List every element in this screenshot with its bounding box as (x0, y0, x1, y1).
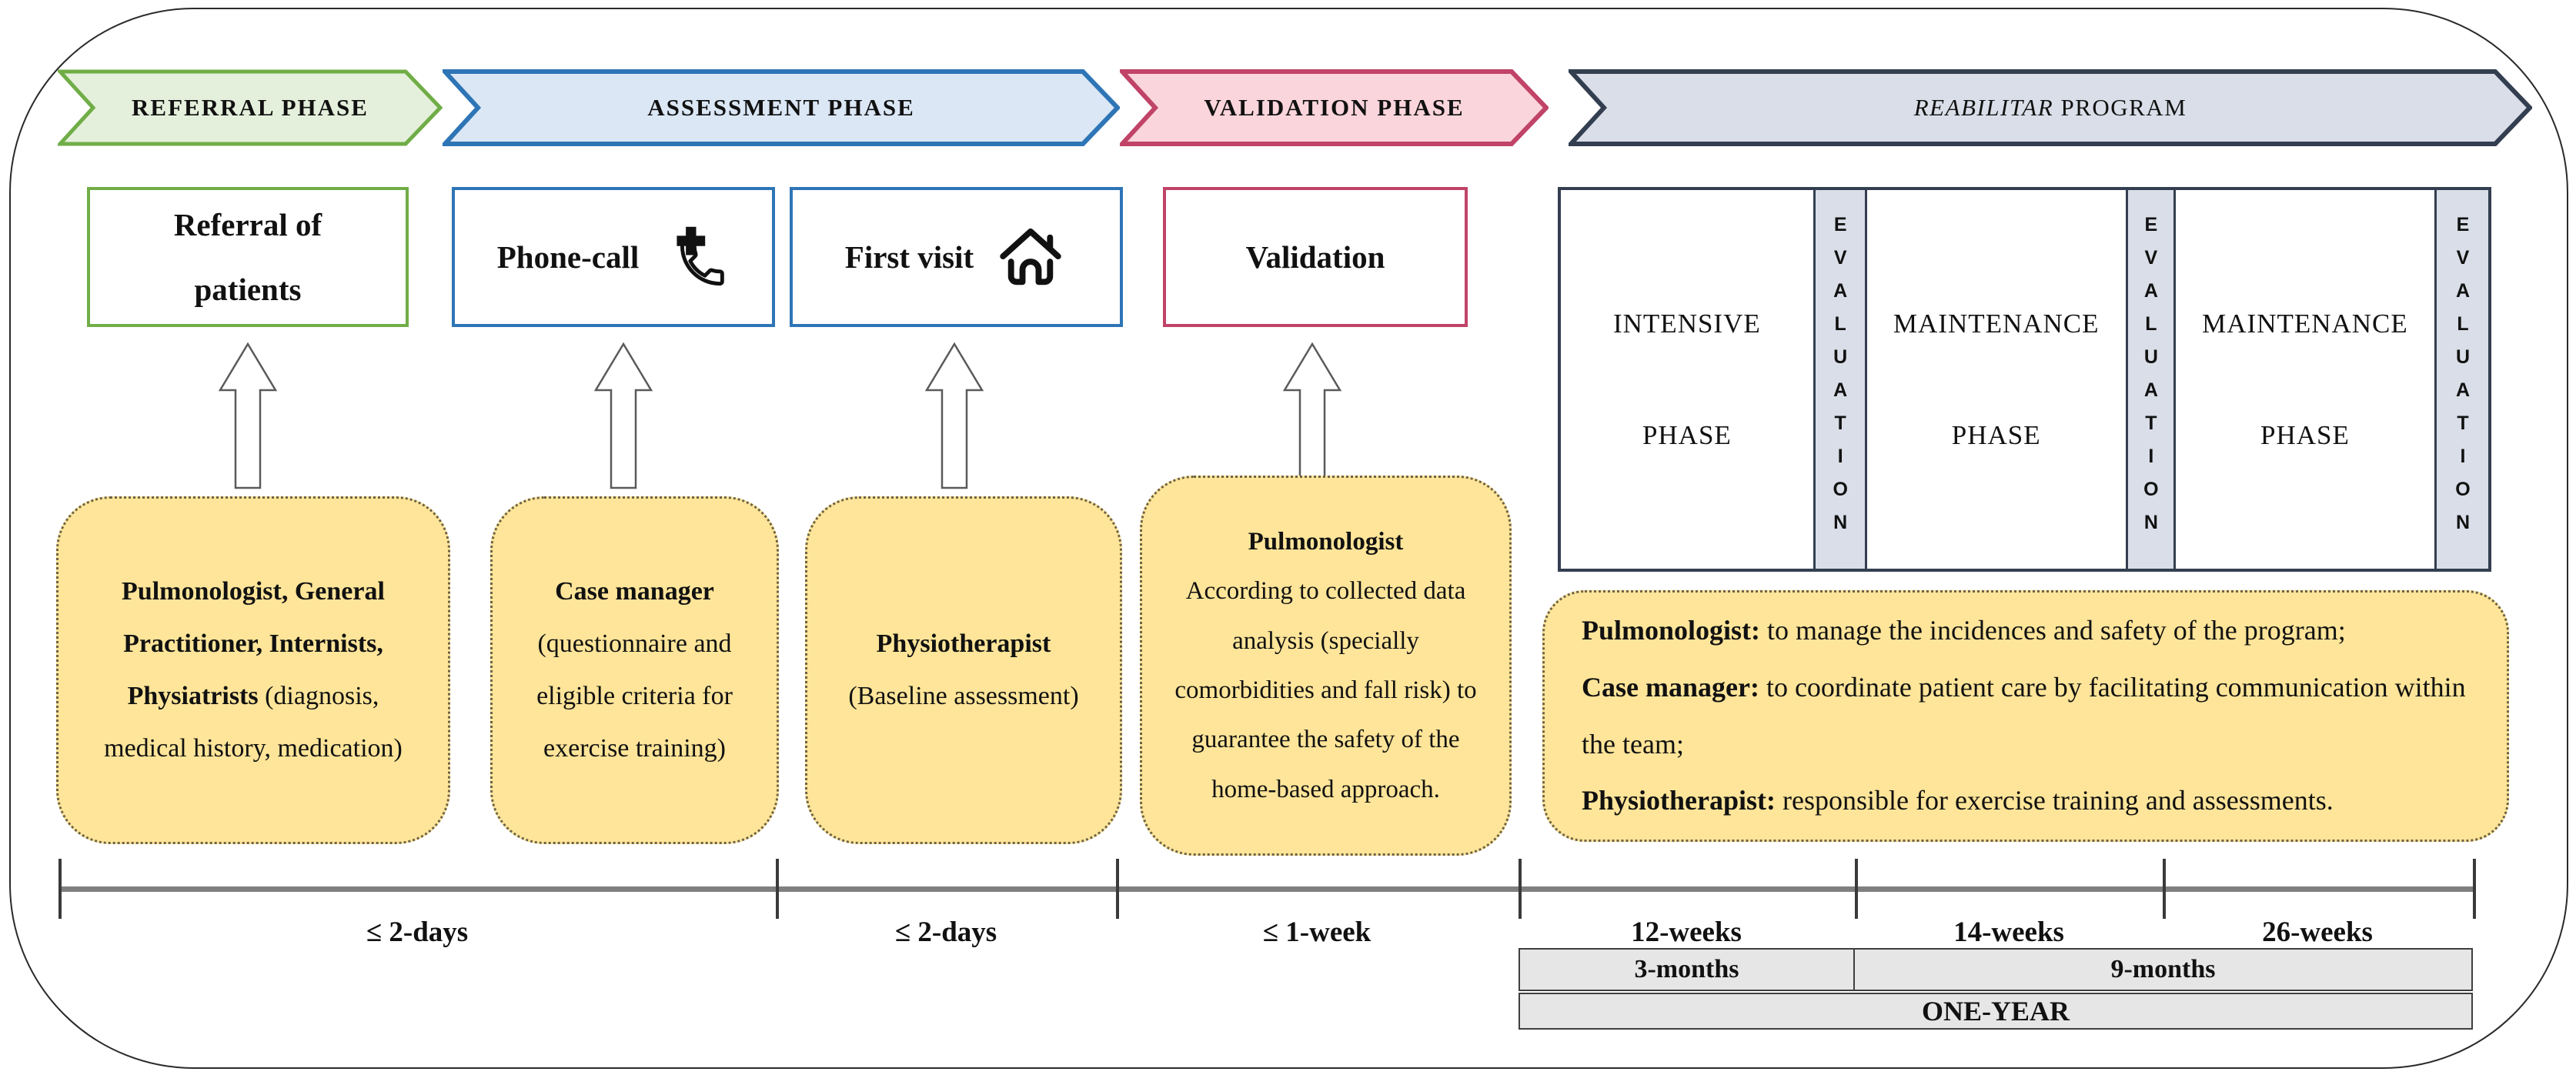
timeline-tick (2163, 859, 2166, 919)
chevron-shape (1120, 69, 1549, 146)
duration-label-maintenance1: 14-weeks (1953, 916, 2064, 948)
banner-reabilitar-program: REABILITAR PROGRAM (1569, 69, 2532, 146)
timeline-tick (1519, 859, 1522, 919)
duration-label-assessment: ≤ 2-days (894, 916, 997, 948)
phone-call-box: Phone-call (452, 187, 775, 327)
banner-referral-label: REFERRAL PHASE (132, 94, 369, 121)
pulmonologist-validation-bold: Pulmonologist (1248, 527, 1404, 556)
up-arrow-icon (924, 342, 984, 489)
maintenance-phase-column-2: MAINTENANCE PHASE (2175, 190, 2435, 569)
validation-label: Validation (1245, 239, 1385, 275)
phone-call-label: Phone-call (496, 239, 640, 275)
nine-months-bar: 9-months (1853, 948, 2473, 991)
up-arrow-icon (1282, 342, 1342, 489)
case-manager-rest: (questionnaire and eligible criteria for… (536, 629, 733, 763)
role-physiotherapist: Physiotherapist: responsible for exercis… (1582, 785, 2334, 816)
chevron-icon (1120, 69, 1549, 146)
timeline-tick (2473, 859, 2476, 919)
roles-box: Pulmonologist: to manage the incidences … (1542, 590, 2509, 842)
chevron-icon (1569, 69, 2532, 146)
validation-box: Validation (1163, 187, 1468, 327)
figure-border (9, 8, 2568, 1069)
case-manager-bold: Case manager (555, 577, 714, 606)
referral-team-box: Pulmonologist, General Practitioner, Int… (56, 496, 450, 844)
phone-plus-icon (677, 226, 725, 286)
referral-team-bold: Pulmonologist, General Practitioner, Int… (122, 577, 385, 710)
duration-label-referral: ≤ 2-days (366, 916, 469, 948)
duration-label-maintenance2: 26-weeks (2262, 916, 2373, 948)
program-word: PROGRAM (2060, 94, 2187, 121)
maintenance-phase-column-1: MAINTENANCE PHASE (1866, 190, 2126, 569)
evaluation-column-2: EVALUATION (2125, 190, 2176, 569)
evaluation-column-1: EVALUATION (1813, 190, 1867, 569)
evaluation-column-3: EVALUATION (2434, 190, 2488, 569)
banner-assessment-label: ASSESSMENT PHASE (647, 94, 915, 121)
timeline-tick (1855, 859, 1858, 919)
chevron-icon (443, 69, 1120, 146)
timeline-tick (1116, 859, 1119, 919)
home-icon (1000, 228, 1061, 285)
physiotherapist-rest: (Baseline assessment) (848, 682, 1079, 710)
physiotherapist-box: Physiotherapist (Baseline assessment) (805, 496, 1122, 844)
chevron-shape (58, 69, 443, 146)
case-manager-box: Case manager (questionnaire and eligible … (490, 496, 779, 844)
duration-label-validation: ≤ 1-week (1262, 916, 1372, 948)
chevron-shape (1569, 69, 2532, 146)
banner-referral-phase: REFERRAL PHASE (58, 69, 443, 146)
duration-label-intensive: 12-weeks (1631, 916, 1742, 948)
banner-reabilitar-label: REABILITAR PROGRAM (1603, 69, 2497, 146)
chevron-icon (58, 69, 443, 146)
referral-team-rest: (diagnosis, medical history, medication) (104, 682, 403, 763)
timeline-axis (58, 886, 2476, 892)
banner-validation-label: VALIDATION PHASE (1204, 94, 1465, 121)
referral-of-patients-box: Referral of patients (87, 187, 409, 327)
reabilitar-program-table: INTENSIVE PHASE EVALUATION MAINTENANCE P… (1558, 187, 2491, 572)
one-year-bar: ONE-YEAR (1519, 993, 2473, 1030)
banner-validation-phase: VALIDATION PHASE (1120, 69, 1549, 146)
reabilitar-word: REABILITAR (1913, 94, 2054, 121)
role-case-manager: Case manager: to coordinate patient care… (1582, 671, 2466, 760)
timeline-tick (58, 859, 62, 919)
chevron-shape (443, 69, 1120, 146)
up-arrow-icon (593, 342, 653, 489)
first-visit-label: First visit (844, 239, 974, 275)
first-visit-box: First visit (790, 187, 1123, 327)
up-arrow-icon (218, 342, 278, 489)
physiotherapist-bold: Physiotherapist (876, 629, 1051, 658)
role-pulmonologist: Pulmonologist: to manage the incidences … (1582, 614, 2346, 646)
three-months-bar: 3-months (1519, 948, 1855, 991)
pulmonologist-validation-rest: According to collected data analysis (sp… (1174, 577, 1477, 803)
timeline-tick (776, 859, 779, 919)
intensive-phase-column: INTENSIVE PHASE (1561, 190, 1813, 569)
referral-box-label: Referral of patients (173, 206, 322, 307)
banner-assessment-phase: ASSESSMENT PHASE (443, 69, 1120, 146)
